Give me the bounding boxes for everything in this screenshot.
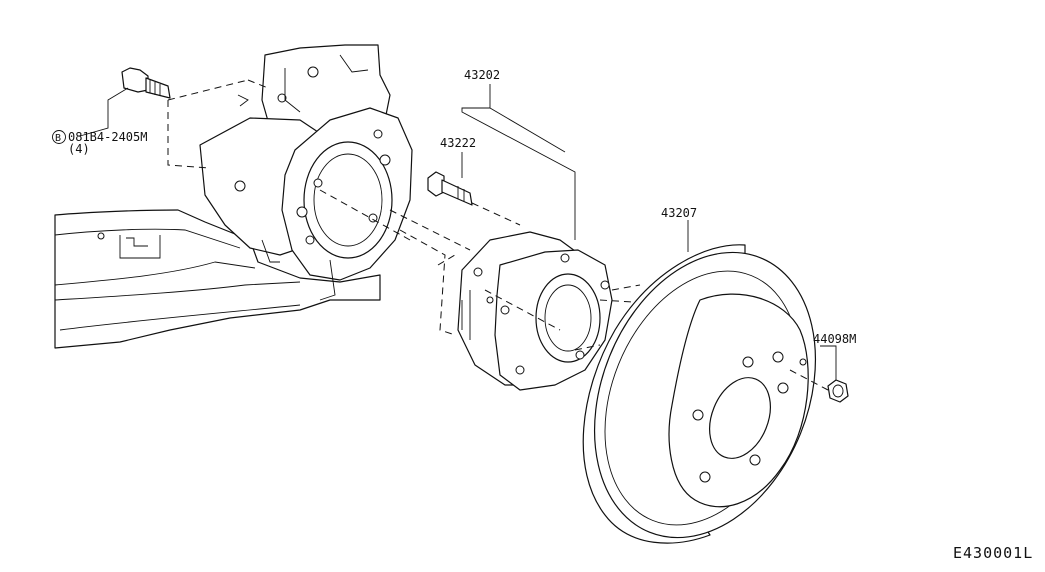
label-nut: 44098M — [813, 332, 856, 346]
hub-assembly — [457, 231, 613, 391]
label-knuckle-bolt-group: B 081B4-2405M (4) — [52, 130, 147, 156]
diagram-code: E430001L — [953, 544, 1033, 562]
circled-b-symbol — [52, 130, 66, 144]
leader-lines — [461, 84, 837, 380]
circled-b-letter: B — [55, 133, 61, 144]
knuckle-bracket — [199, 44, 413, 301]
wheel-bolt — [427, 171, 473, 206]
alignment-lines — [319, 189, 829, 391]
brake-rotor — [582, 244, 817, 544]
lug-nut — [827, 379, 849, 403]
label-hub-assembly: 43202 — [464, 68, 500, 82]
knuckle-bolt — [121, 67, 171, 99]
axle-beam — [54, 209, 381, 349]
label-knuckle-bolt: 081B4-2405M — [68, 130, 147, 144]
label-wheel-bolt: 43222 — [440, 136, 476, 150]
label-knuckle-bolt-qty: (4) — [68, 142, 90, 156]
label-rotor: 43207 — [661, 206, 697, 220]
